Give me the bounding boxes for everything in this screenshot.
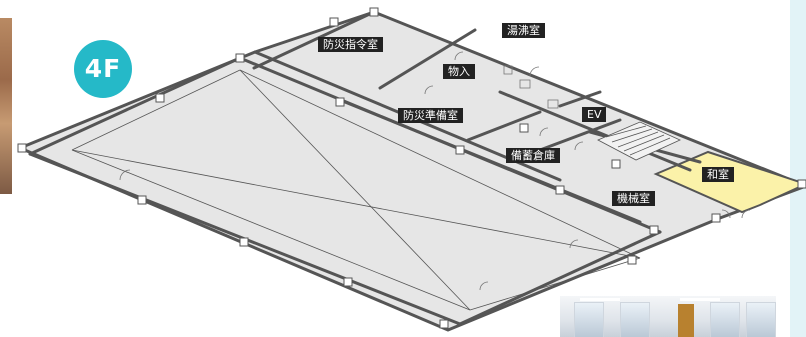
room-label-stockpile: 備蓄倉庫 (506, 148, 560, 163)
room-label-disaster-command: 防災指令室 (318, 37, 383, 52)
side-panel (790, 0, 806, 337)
japanese-room-area (653, 150, 806, 214)
window (746, 302, 776, 337)
room-label-machine-room: 機械室 (612, 191, 655, 206)
room-label-disaster-prep: 防災準備室 (398, 108, 463, 123)
room-label-elevator: EV (582, 107, 607, 122)
photo-strip-left (0, 18, 12, 194)
window (574, 302, 604, 337)
pillar (678, 304, 694, 337)
stairs (597, 121, 681, 161)
room-label-hot-water-room: 湯沸室 (502, 23, 545, 38)
floor-badge: 4F (74, 40, 132, 98)
room-photo (560, 296, 776, 337)
window (620, 302, 650, 337)
ceiling-light (580, 298, 620, 301)
room-label-japanese-room: 和室 (702, 167, 734, 182)
room-label-storage: 物入 (443, 64, 475, 79)
window (710, 302, 740, 337)
ceiling-light (680, 298, 720, 301)
